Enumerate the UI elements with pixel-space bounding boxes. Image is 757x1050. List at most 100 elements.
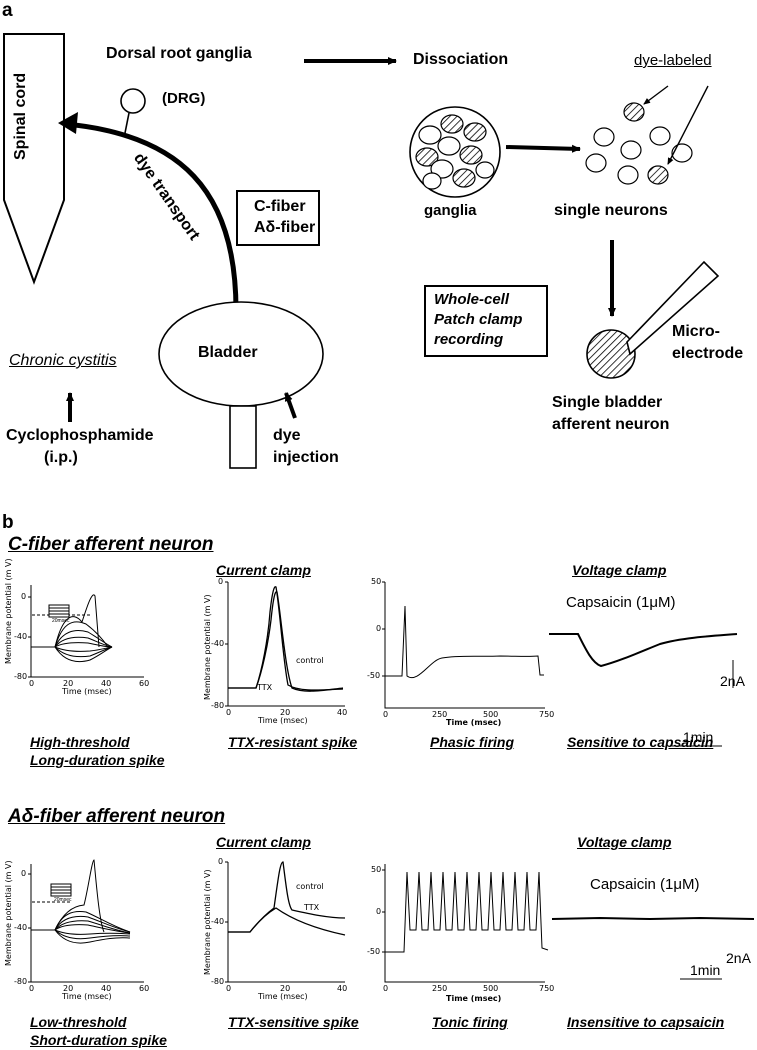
ad-plot2-ytick-2: -80: [211, 977, 225, 986]
ad-plot3-xtick-2: 500: [483, 984, 499, 993]
c-plot2-xlabel: Time (msec): [258, 716, 308, 725]
ad-fiber-plot2-axes: [225, 861, 345, 983]
ad-caption-4: Insensitive to capsaicin: [567, 1014, 725, 1030]
ad-fiber-label: Aδ-fiber: [254, 219, 316, 236]
ad-plot1-ylabel: Membrane potential (m V): [4, 860, 13, 966]
c-plot2-ytick-0: 0: [218, 577, 224, 586]
ad-fiber-tonic-trace: [385, 871, 549, 953]
ad-plot2-control-label: control: [296, 882, 324, 891]
ad-plot3-ytick-0: 50: [371, 865, 382, 874]
c-plot2-ytick-2: -80: [211, 701, 225, 710]
c-fiber-plot1-inset: [48, 604, 70, 618]
ad-plot2-ytick-1: -40: [211, 917, 225, 926]
c-plot3-ytick-2: -50: [367, 671, 381, 680]
c-fiber-phasic-trace: [385, 605, 544, 679]
c-plot1-ytick-2: -80: [14, 672, 28, 681]
single-neurons-label: single neurons: [554, 202, 668, 219]
c-fiber-plot1-axes: [28, 585, 144, 678]
ad-fiber-current-clamp: Current clamp: [216, 834, 311, 850]
ad-plot1-inset-label: 20msec: [54, 897, 72, 903]
ad-plot1-xtick-3: 60: [139, 984, 150, 993]
cyclophosphamide-label: Cyclophosphamide: [6, 427, 154, 444]
ad-plot2-xtick-1: 20: [280, 984, 291, 993]
dye-transport-arrowhead: [58, 112, 78, 134]
ad-plot1-ytick-1: -40: [14, 923, 28, 932]
ad-plot3-ytick-2: -50: [367, 947, 381, 956]
single-neurons: [585, 102, 693, 185]
ad-plot2-ytick-0: 0: [218, 857, 224, 866]
drg-circle: [120, 88, 146, 114]
single-bladder-label-1: Single bladder: [552, 394, 663, 411]
c-fiber-row-title: C-fiber afferent neuron: [8, 534, 214, 555]
ad-fiber-plot2-traces: [228, 861, 346, 936]
c-plot2-xtick-2: 40: [337, 708, 348, 717]
panel-b-label: b: [2, 512, 14, 533]
drg-stalk: [124, 112, 130, 134]
dye-labeled-label: dye-labeled: [634, 52, 712, 69]
c-plot1-xtick-3: 60: [139, 679, 150, 688]
ad-plot3-xlabel: Time (msec): [446, 994, 502, 1003]
c-fiber-voltage-clamp: Voltage clamp: [572, 562, 667, 578]
c-plot1-inset-label: 20msec: [52, 618, 70, 624]
c-plot3-xtick-2: 500: [483, 710, 499, 719]
ad-plot1-xtick-0: 0: [29, 984, 35, 993]
ad-fiber-scale-current: 2nA: [726, 950, 751, 966]
c-plot2-ttx-label: TTX: [257, 683, 273, 692]
patch-clamp-box: Whole-cell Patch clamp recording: [424, 285, 548, 357]
c-caption-2: TTX-resistant spike: [228, 734, 358, 750]
c-plot3-ytick-1: 0: [376, 624, 382, 633]
spinal-cord-shape: [3, 33, 65, 285]
c-plot1-xtick-1: 20: [63, 679, 74, 688]
ad-plot2-xtick-2: 40: [337, 984, 348, 993]
chronic-cystitis-label: Chronic cystitis: [9, 352, 117, 369]
c-caption-1b: Long-duration spike: [30, 752, 165, 768]
drg-title: Dorsal root ganglia: [106, 45, 252, 62]
c-fiber-plot3-axes: [382, 581, 545, 709]
ad-fiber-plot1-axes: [28, 864, 144, 983]
dye-label-arrow-1: [643, 85, 669, 105]
ad-fiber-plot3-axes: [382, 864, 545, 983]
c-fiber-plot2-axes: [225, 581, 345, 707]
c-plot3-xtick-0: 0: [383, 710, 389, 719]
c-fiber-capsaicin-trace: [549, 633, 738, 668]
microelectrode-label-2: electrode: [672, 345, 744, 362]
c-plot3-xtick-3: 750: [539, 710, 555, 719]
dye-injection-label-1: dye: [273, 427, 301, 444]
ad-plot2-ttx-label: TTX: [304, 903, 320, 912]
drg-abbrev: (DRG): [162, 90, 206, 107]
c-fiber-current-clamp: Current clamp: [216, 562, 311, 578]
patch-clamp-line-3: recording: [434, 331, 504, 348]
c-fiber-capsaicin-label: Capsaicin (1μM): [566, 594, 676, 611]
c-plot2-xtick-1: 20: [280, 708, 291, 717]
c-plot2-control-label: control: [296, 656, 324, 665]
panel-a-label: a: [2, 0, 13, 21]
dye-label-arrow-2: [667, 85, 709, 165]
ad-plot3-ytick-1: 0: [376, 907, 382, 916]
c-plot2-ytick-1: -40: [211, 639, 225, 648]
c-caption-3: Phasic firing: [430, 734, 515, 750]
c-fiber-scale-time: 1min: [683, 729, 714, 745]
ad-fiber-row-title: Aδ-fiber afferent neuron: [8, 806, 226, 827]
ad-plot1-ytick-0: 0: [21, 869, 27, 878]
c-plot1-ylabel: Membrane potential (m V): [4, 558, 13, 664]
ad-plot3-xtick-3: 750: [539, 984, 555, 993]
ad-caption-1a: Low-threshold: [30, 1014, 127, 1030]
c-caption-4: Sensitive to capsaicin: [567, 734, 714, 750]
c-plot1-xtick-0: 0: [29, 679, 35, 688]
ad-plot1-xtick-2: 40: [101, 984, 112, 993]
dye-transport-arrow: [65, 121, 239, 311]
recorded-neuron: [586, 329, 636, 379]
dye-injection-arrow: [284, 392, 297, 419]
ad-fiber-plot1-traces: [31, 859, 131, 944]
ad-caption-3: Tonic firing: [432, 1014, 508, 1030]
c-plot1-xtick-2: 40: [101, 679, 112, 688]
ad-fiber-scale-time: 1min: [690, 962, 721, 978]
dissociation-label: Dissociation: [413, 51, 509, 68]
ganglia-label: ganglia: [424, 202, 477, 219]
microelectrode-shape: [626, 260, 720, 356]
ad-plot3-xtick-1: 250: [432, 984, 448, 993]
c-fiber-plot2-traces: [228, 586, 344, 692]
c-plot2-xtick-0: 0: [226, 708, 232, 717]
ganglia-to-neurons-arrow: [505, 144, 581, 153]
